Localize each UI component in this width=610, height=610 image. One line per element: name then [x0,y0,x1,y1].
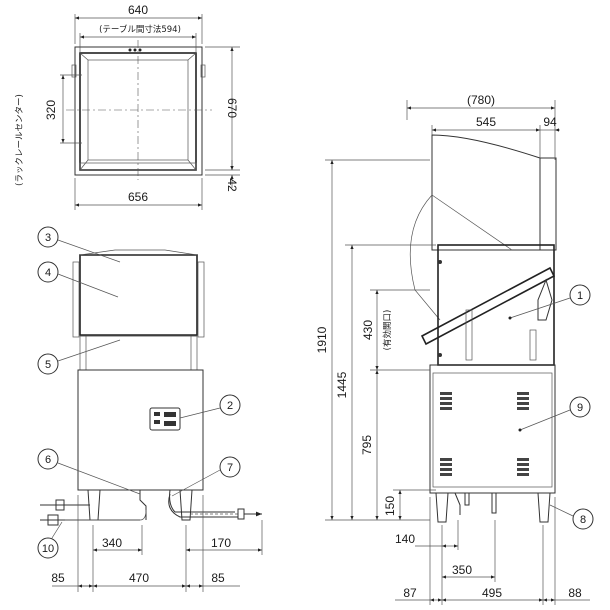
svg-text:8: 8 [580,514,586,526]
dim-85-left: 85 [51,571,65,585]
dim-470: 470 [129,571,149,585]
svg-text:4: 4 [45,267,51,279]
dim-545: 545 [476,115,496,129]
callout-8: 8 [549,504,594,530]
svg-text:7: 7 [227,462,233,474]
rail-center-label: (ラックレールセンター) [15,94,25,186]
dim-87: 87 [403,586,417,600]
dim-150: 150 [383,496,397,516]
side-vents [440,392,529,476]
dim-780: (780) [467,93,495,107]
svg-text:10: 10 [42,543,54,555]
dim-140: 140 [395,532,415,546]
front-cabinet [77,369,204,491]
dim-430: 430 [361,320,375,340]
side-hood-lowered [437,244,555,366]
callout-1: 1 [508,284,591,320]
callout-6: 6 [37,448,141,495]
front-view: 340 170 85 470 85 3 4 5 [37,226,263,592]
dim-88: 88 [568,586,582,600]
callout-5: 5 [37,339,121,375]
svg-text:2: 2 [227,400,233,412]
plan-outer-body [74,46,203,176]
dim-340: 340 [102,536,122,550]
svg-text:5: 5 [45,359,51,371]
front-leg-right [179,489,193,521]
callout-9: 9 [518,396,591,432]
dim-1910: 1910 [315,326,329,353]
side-handle [420,266,556,346]
side-view: (780) 545 94 1910 1445 430 (有効開口) 795 15… [315,93,594,605]
plan-view: 640 (テーブル間寸法594) 656 670 42 320 (ラックレールセ… [15,3,240,210]
dim-170: 170 [211,536,231,550]
dim-320: 320 [44,100,58,120]
side-hood-raised [431,134,557,251]
dim-1445: 1445 [335,371,349,398]
callout-7: 7 [171,456,241,497]
opening-label: (有効開口) [382,310,393,351]
control-panel [149,407,181,431]
dim-795: 795 [360,435,374,455]
svg-text:1: 1 [577,290,583,302]
dim-85-right: 85 [211,571,225,585]
callout-10: 10 [37,521,63,559]
dim-94: 94 [543,115,557,129]
callout-4: 4 [37,261,119,298]
dim-350: 350 [452,563,472,577]
svg-text:6: 6 [45,454,51,466]
svg-text:9: 9 [577,402,583,414]
dim-670: 670 [225,98,239,118]
callout-2: 2 [179,394,241,419]
svg-text:3: 3 [45,232,51,244]
dim-640: 640 [128,3,148,17]
front-hood [79,254,198,336]
dim-495: 495 [482,586,502,600]
dim-656: 656 [128,190,148,204]
table-size-label: (テーブル間寸法594) [99,24,181,35]
callout-3: 3 [37,226,121,263]
dim-42: 42 [225,178,239,192]
